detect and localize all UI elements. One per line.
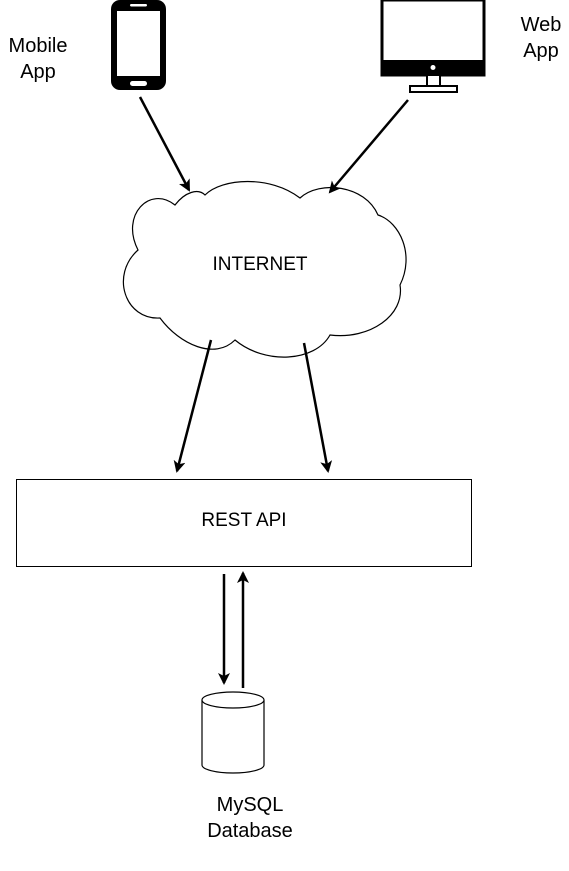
web-app-label: Web App bbox=[508, 12, 569, 64]
mobile-app-label-line2: App bbox=[20, 61, 56, 83]
database-label-line1: MySQL bbox=[216, 794, 284, 816]
desktop-monitor-icon bbox=[380, 0, 486, 93]
edge-internet-to-rest-left bbox=[173, 339, 213, 473]
web-app-label-line2: App bbox=[523, 40, 559, 62]
internet-label: INTERNET bbox=[212, 254, 308, 275]
rest-api-label: REST API bbox=[201, 510, 287, 531]
database-label-line2: Database bbox=[207, 820, 293, 842]
database-label: MySQL Database bbox=[160, 792, 340, 844]
database-cylinder-icon bbox=[201, 691, 265, 774]
mobile-app-label: Mobile App bbox=[0, 33, 76, 85]
web-app-label-line1: Web bbox=[520, 14, 562, 36]
smartphone-icon bbox=[111, 0, 166, 90]
mobile-app-label-line1: Mobile bbox=[8, 35, 68, 57]
edge-mobile-to-internet bbox=[138, 96, 191, 192]
edge-internet-to-rest-right bbox=[302, 342, 333, 473]
edge-web-to-internet bbox=[328, 99, 409, 194]
cloud-icon bbox=[122, 181, 407, 358]
rest-api-box: REST API bbox=[16, 479, 472, 567]
